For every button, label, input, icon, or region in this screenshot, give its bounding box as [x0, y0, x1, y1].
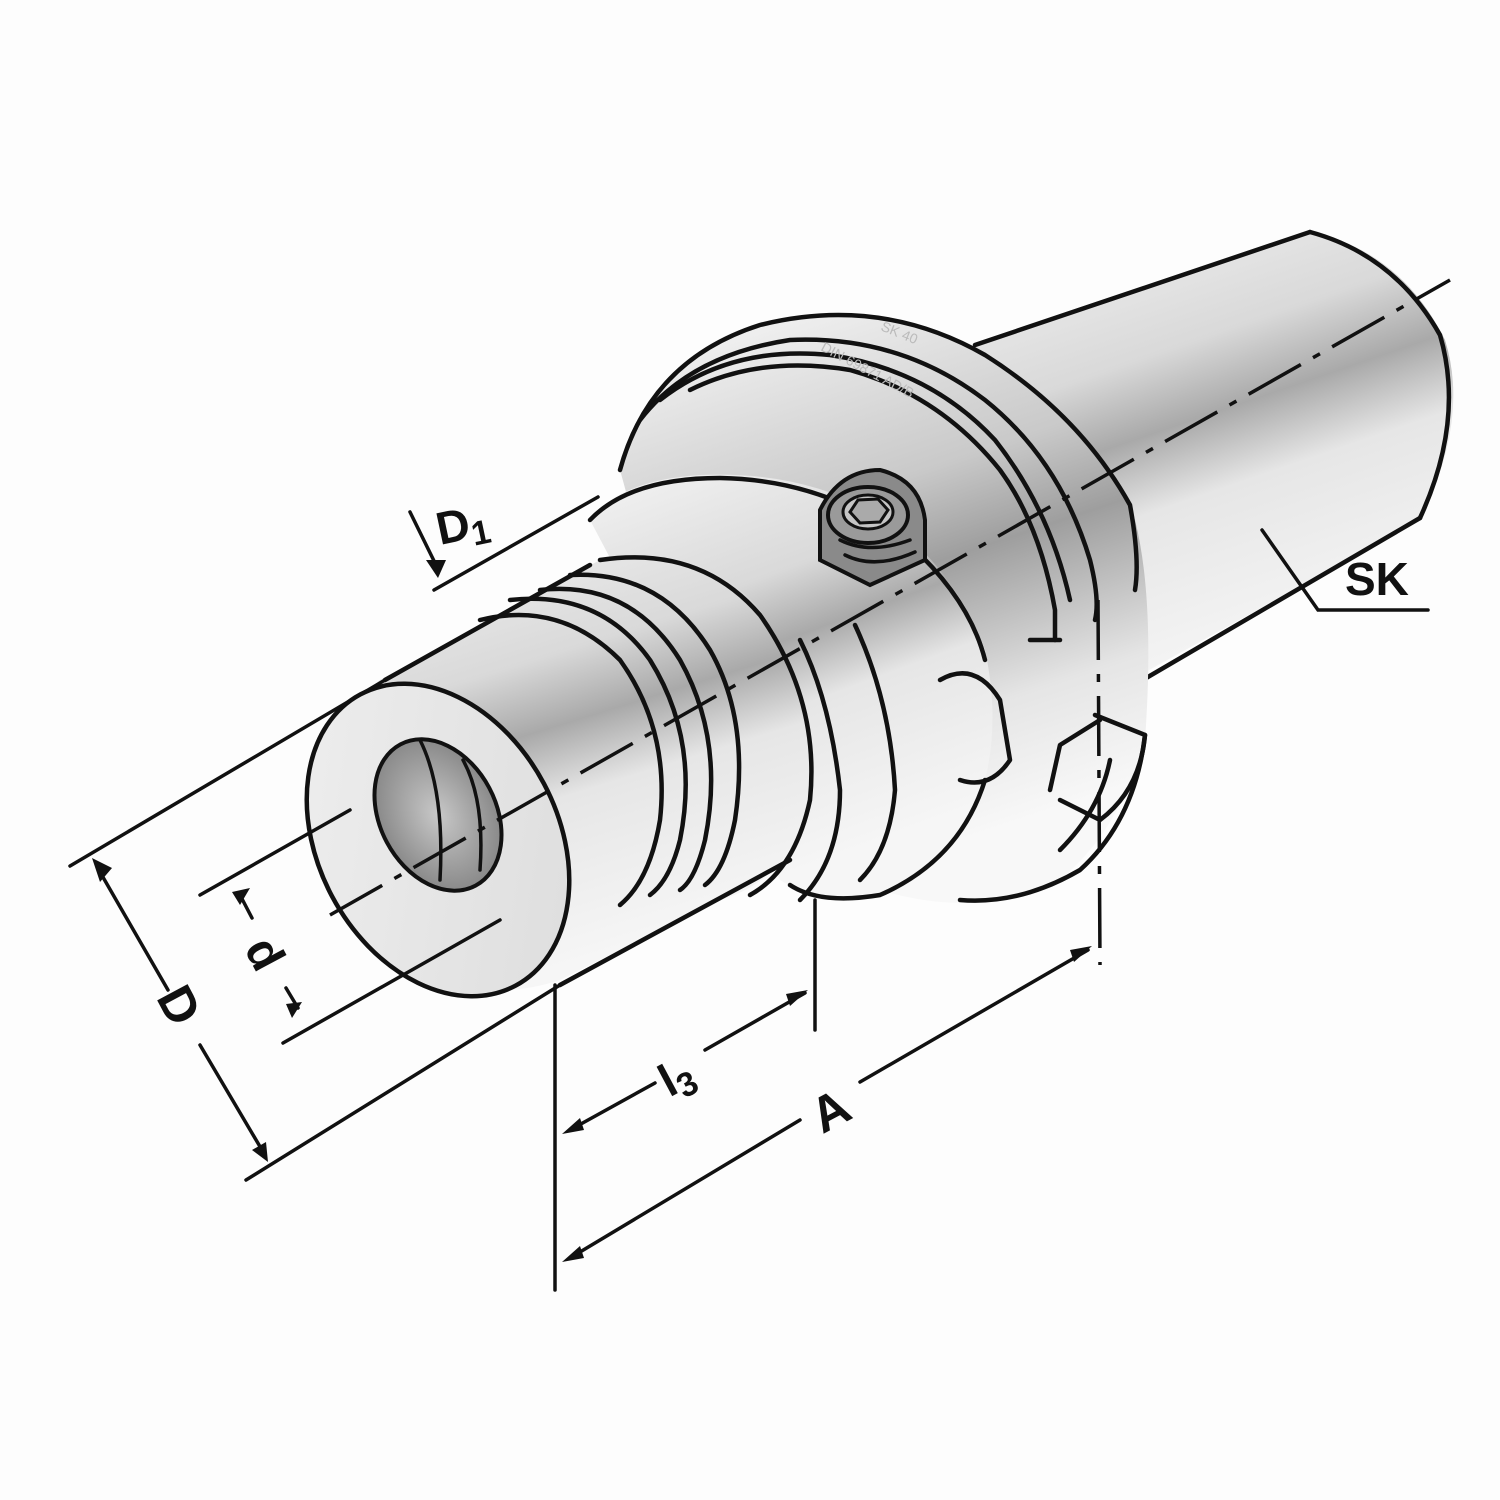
dimension-lines [68, 495, 1430, 1292]
set-screw-icon [818, 467, 927, 588]
label-SK: SK [1345, 553, 1409, 605]
gauge-line [1096, 599, 1102, 966]
label-A: A [801, 1078, 859, 1144]
label-D: D [146, 976, 212, 1034]
centerline [329, 278, 1451, 917]
front-face [304, 681, 572, 999]
label-d: d [234, 929, 295, 980]
label-l3: l3 [650, 1046, 705, 1112]
label-D1: D1 [431, 493, 494, 561]
